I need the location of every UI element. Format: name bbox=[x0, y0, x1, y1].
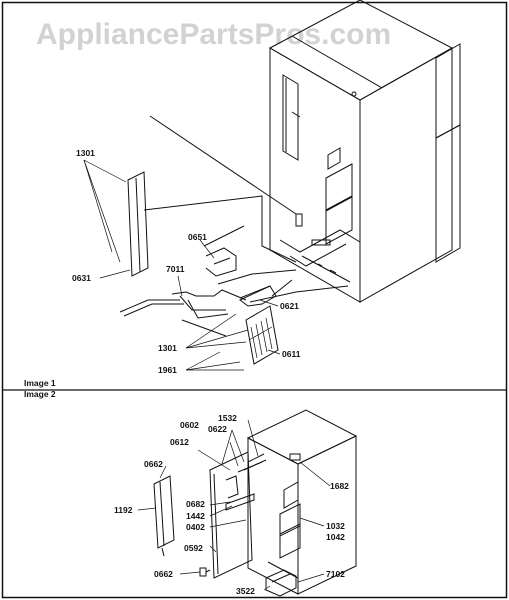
image1-callout-leaders bbox=[83, 159, 281, 371]
callout-1042: 1042 bbox=[326, 532, 345, 542]
callout-0662-upper: 0662 bbox=[144, 459, 163, 469]
grille-0611 bbox=[245, 305, 279, 365]
bracket-3522 bbox=[265, 569, 297, 597]
callout-0651: 0651 bbox=[188, 232, 207, 242]
panel-label-image1: Image 1 bbox=[24, 378, 56, 388]
callout-1192: 1192 bbox=[114, 505, 133, 515]
callout-0402: 0402 bbox=[186, 522, 205, 532]
callout-0602: 0602 bbox=[180, 420, 199, 430]
back-panel-0592 bbox=[209, 451, 267, 579]
side-panel-0631 bbox=[127, 171, 149, 277]
callout-0621: 0621 bbox=[280, 301, 299, 311]
harness-assembly bbox=[119, 247, 277, 337]
callout-0662-lower: 0662 bbox=[154, 569, 173, 579]
callout-1532: 1532 bbox=[218, 413, 237, 423]
callout-0592: 0592 bbox=[184, 543, 203, 553]
callout-7011: 7011 bbox=[166, 264, 185, 274]
callout-0622: 0622 bbox=[208, 424, 227, 434]
callout-3522: 3522 bbox=[236, 586, 255, 596]
image2-callout-leaders bbox=[137, 419, 331, 591]
panel-label-image2: Image 2 bbox=[24, 389, 56, 399]
callout-1961: 1961 bbox=[158, 365, 177, 375]
callout-1442: 1442 bbox=[186, 511, 205, 521]
callout-0611: 0611 bbox=[282, 349, 301, 359]
callout-1301-lower: 1301 bbox=[158, 343, 177, 353]
callout-0612: 0612 bbox=[170, 437, 189, 447]
callout-1032: 1032 bbox=[326, 521, 345, 531]
side-piece-1192 bbox=[153, 475, 175, 557]
watermark: AppliancePartsPros.com bbox=[36, 18, 391, 51]
callout-7102: 7102 bbox=[326, 569, 345, 579]
callout-0631: 0631 bbox=[72, 273, 91, 283]
callout-1682: 1682 bbox=[330, 481, 349, 491]
refrigerator-cabinet-top bbox=[268, 0, 461, 303]
bracket-0662-lower bbox=[199, 567, 211, 577]
image1-leader-lines bbox=[143, 115, 349, 303]
refrigerator-cabinet-bottom bbox=[246, 409, 358, 595]
callout-0682: 0682 bbox=[186, 499, 205, 509]
callout-1301: 1301 bbox=[76, 148, 95, 158]
